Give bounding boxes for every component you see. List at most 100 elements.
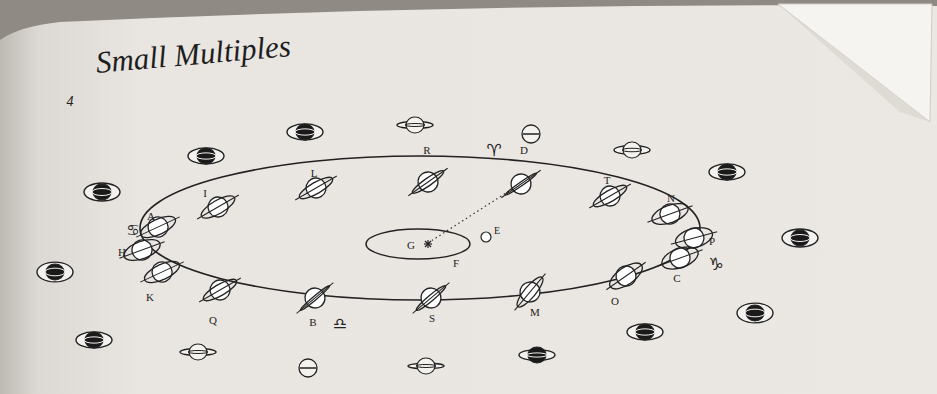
fold-shadow bbox=[778, 4, 930, 122]
saturn-aspect bbox=[37, 262, 73, 282]
saturn-figure bbox=[403, 160, 454, 204]
saturn-aspect bbox=[180, 344, 216, 360]
ring-gap bbox=[295, 129, 315, 135]
saturn-body bbox=[636, 324, 654, 340]
saturn-figure bbox=[192, 186, 244, 227]
ring-gap bbox=[45, 268, 65, 276]
saturn-ring bbox=[782, 229, 818, 247]
ring-axis bbox=[136, 217, 180, 237]
saturn-body bbox=[718, 164, 736, 180]
saturn-aspect bbox=[737, 303, 773, 323]
saturn-body bbox=[46, 264, 64, 280]
position-letter: C bbox=[673, 273, 680, 284]
position-letter: H bbox=[118, 247, 126, 258]
saturn-body bbox=[522, 125, 540, 143]
saturn-aspect bbox=[627, 324, 663, 340]
ring-edge bbox=[523, 133, 539, 135]
ring-axis bbox=[606, 262, 645, 290]
saturn-aspect bbox=[76, 332, 112, 348]
position-letter: N bbox=[667, 193, 675, 204]
position-letter: E bbox=[494, 226, 500, 236]
earth-symbol bbox=[481, 232, 491, 242]
position-letter: B bbox=[309, 317, 316, 328]
position-letter: A bbox=[147, 211, 155, 222]
position-letter: G bbox=[407, 240, 415, 251]
position-letter: I bbox=[203, 188, 207, 199]
saturn-ring bbox=[287, 124, 323, 140]
saturn-aspect bbox=[397, 117, 433, 133]
saturn-figure bbox=[290, 275, 340, 321]
saturn-aspect bbox=[408, 358, 444, 374]
saturn-ring bbox=[737, 303, 773, 323]
position-letter: R bbox=[423, 145, 430, 156]
saturn-body bbox=[406, 117, 424, 133]
saturn-figure bbox=[584, 175, 636, 216]
saturn-ring bbox=[84, 183, 120, 201]
sun-star bbox=[424, 240, 432, 248]
saturn-body bbox=[85, 332, 103, 348]
ring-axis bbox=[199, 278, 241, 302]
ring-axis bbox=[140, 262, 184, 282]
saturn-ring bbox=[709, 164, 745, 180]
ring-axis bbox=[413, 283, 450, 314]
saturn-body bbox=[791, 230, 809, 246]
position-letter: O bbox=[611, 296, 619, 307]
saturn-body bbox=[296, 124, 314, 140]
saturn-body bbox=[623, 142, 641, 158]
ring-gap bbox=[717, 169, 737, 175]
saturn-aspect bbox=[522, 125, 540, 143]
saturn-figure bbox=[116, 232, 168, 267]
ring-axis bbox=[647, 206, 692, 222]
ring-gap bbox=[745, 309, 765, 317]
saturn-aspect bbox=[709, 164, 745, 180]
saturn-ring bbox=[188, 148, 224, 164]
saturn-ring bbox=[627, 324, 663, 340]
position-letter: P bbox=[709, 236, 715, 247]
saturn-body bbox=[197, 148, 215, 164]
saturn-figure bbox=[496, 162, 547, 206]
position-letter: L bbox=[311, 168, 318, 179]
ring-axis bbox=[197, 195, 239, 219]
position-letter: Q bbox=[209, 315, 217, 326]
zodiac-sign: ♎ bbox=[333, 316, 347, 332]
zodiac-sign: ♈ bbox=[486, 142, 501, 159]
ring-gap bbox=[527, 353, 547, 357]
ring-gap bbox=[635, 329, 655, 335]
saturn-figure bbox=[601, 254, 652, 298]
saturn-figure bbox=[654, 240, 706, 275]
position-letter: F bbox=[453, 258, 459, 269]
ring-axis bbox=[589, 184, 631, 208]
ring-axis bbox=[515, 274, 546, 311]
ring-edge bbox=[300, 367, 316, 369]
saturn-aspect bbox=[519, 347, 555, 363]
ring-gap bbox=[84, 337, 104, 343]
ring-gap bbox=[416, 365, 436, 368]
saturn-figure bbox=[194, 269, 246, 310]
saturn-aspect bbox=[299, 359, 317, 377]
zodiac-sign: ♑ bbox=[708, 256, 723, 273]
saturn-ring bbox=[513, 274, 546, 310]
ring-gap bbox=[188, 351, 208, 354]
ring-gap bbox=[405, 124, 425, 127]
saturn-ring bbox=[76, 332, 112, 348]
saturn-body bbox=[93, 184, 111, 200]
ring-axis bbox=[295, 176, 337, 200]
page-number: 4 bbox=[67, 95, 74, 109]
saturn-aspect bbox=[287, 124, 323, 140]
ring-gap bbox=[196, 153, 216, 159]
ring-axis bbox=[408, 168, 447, 196]
ring-axis bbox=[119, 242, 164, 258]
position-letter: M bbox=[530, 307, 540, 318]
folded-corner bbox=[778, 4, 932, 122]
saturn-aspect bbox=[188, 148, 224, 164]
position-letter: T bbox=[604, 175, 611, 186]
ring-axis bbox=[297, 283, 334, 314]
position-letter: D bbox=[520, 145, 528, 156]
ring-axis bbox=[657, 250, 702, 266]
saturn-body bbox=[528, 347, 546, 363]
saturn-body bbox=[299, 359, 317, 377]
position-letter: S bbox=[429, 313, 435, 324]
ring-gap bbox=[622, 148, 642, 152]
saturn-aspect bbox=[782, 229, 818, 247]
